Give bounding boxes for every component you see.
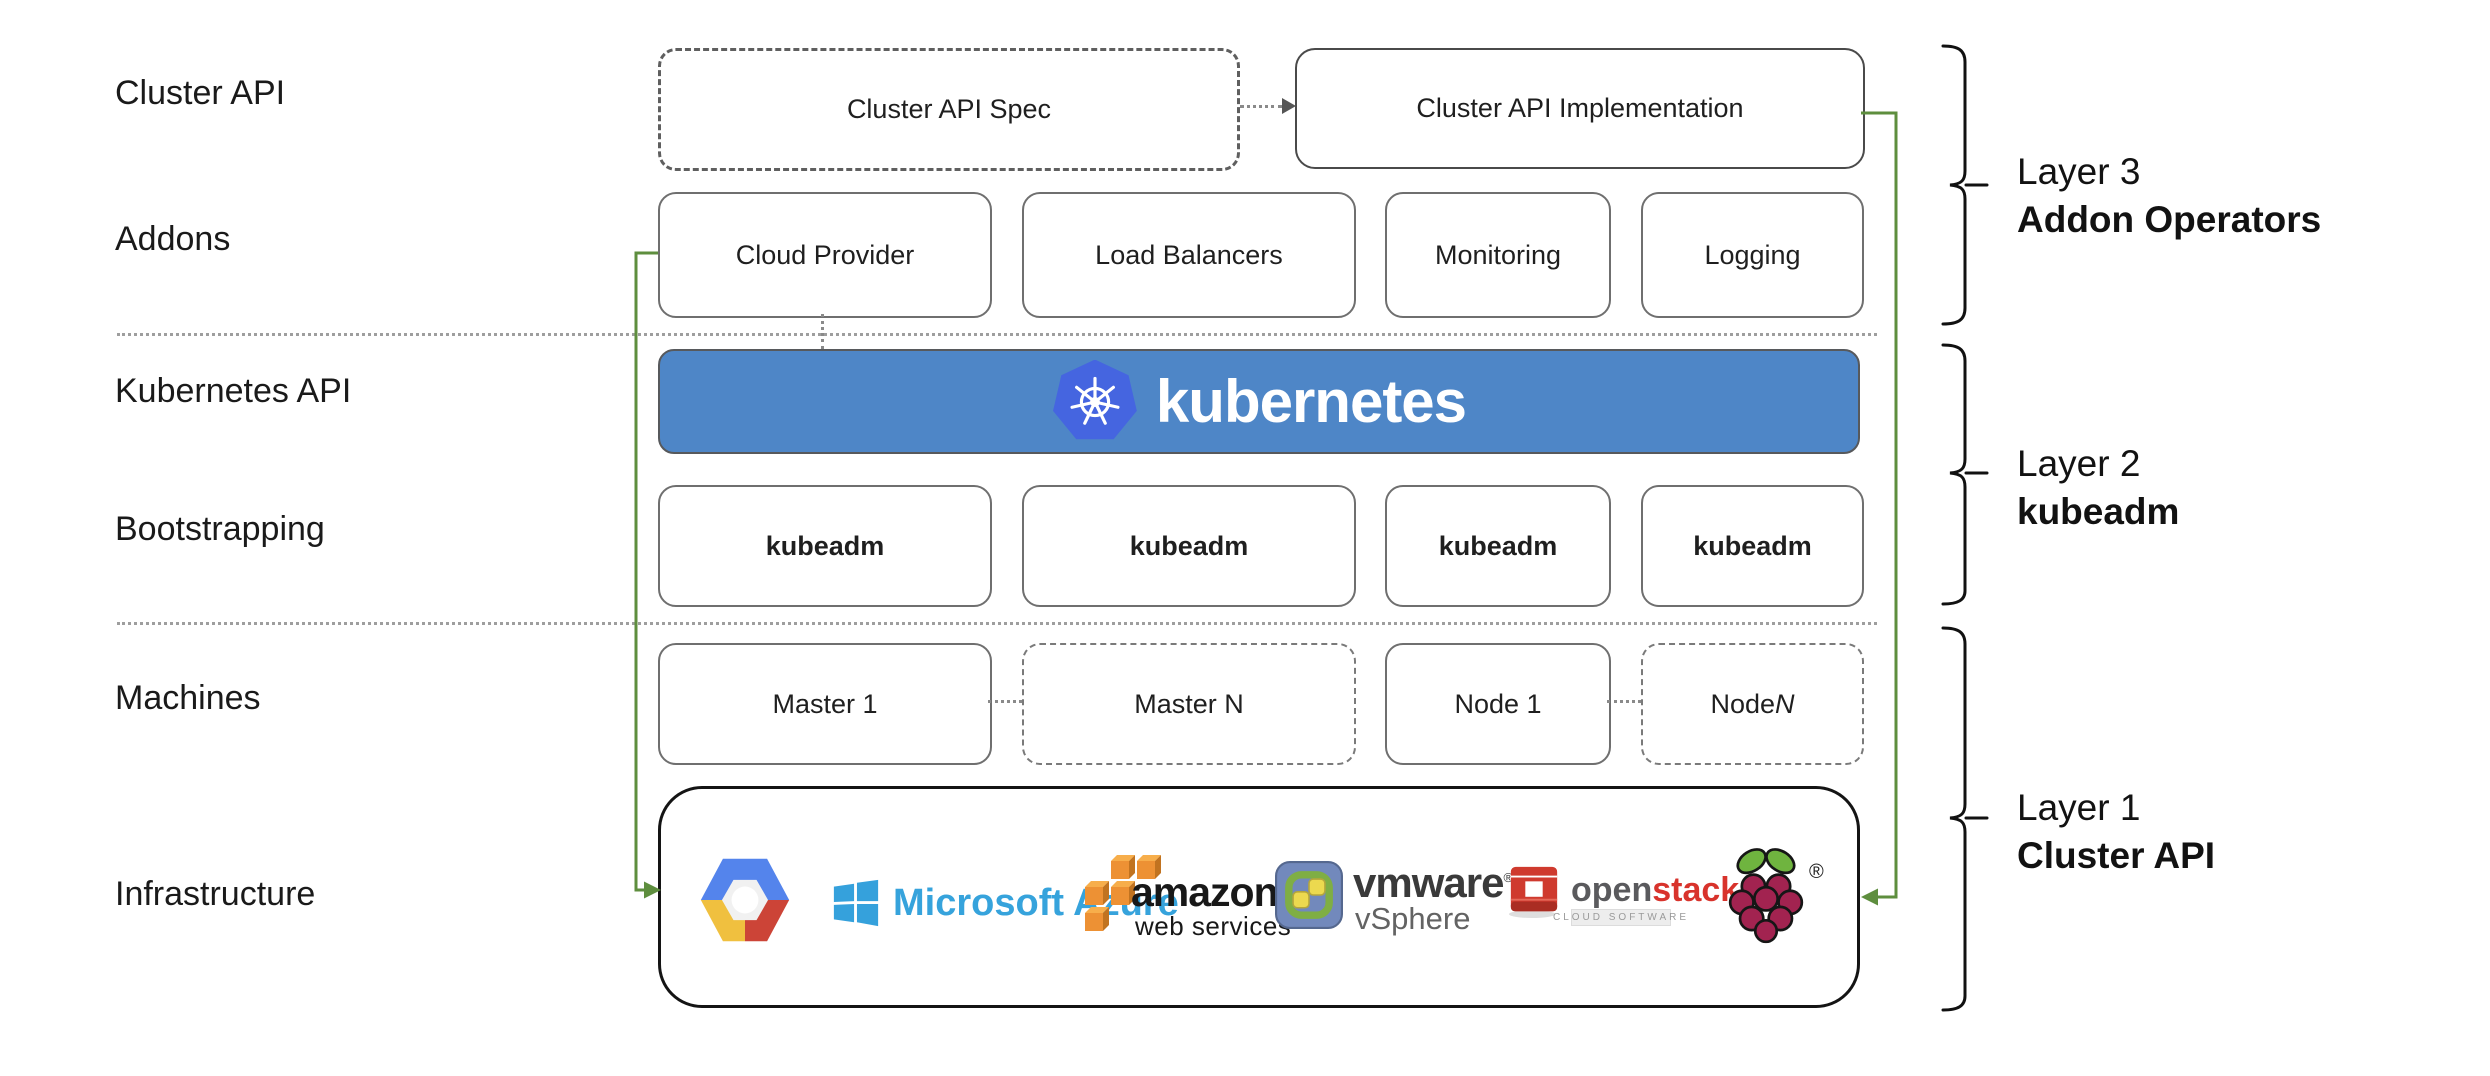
section-separator-2	[117, 622, 1877, 625]
node-label: Logging	[1704, 239, 1801, 270]
bracket-layer-2	[1941, 343, 1967, 606]
cloud-provider-to-kubernetes-connector	[821, 314, 824, 349]
node-kubeadm-1: kubeadm	[658, 485, 992, 607]
node-label: Master 1	[772, 688, 878, 719]
kubernetes-wordmark: kubernetes	[1155, 368, 1467, 435]
node-label: Load Balancers	[1095, 239, 1283, 270]
raspberry-registered-mark: ®	[1809, 861, 1824, 883]
rail-label-bootstrapping: Bootstrapping	[115, 510, 325, 548]
node-kubeadm-2: kubeadm	[1022, 485, 1356, 607]
master-ellipsis-connector	[988, 700, 1022, 703]
google-cloud-icon	[700, 858, 790, 942]
spec-to-implementation-connector	[1240, 105, 1282, 108]
node-ellipsis-connector	[1607, 700, 1641, 703]
green-connector-right	[1861, 111, 1898, 899]
aws-cubes-icon	[1085, 855, 1161, 931]
layer-3-label: Layer 3 Addon Operators	[2017, 151, 2322, 240]
node-label: kubeadm	[765, 530, 885, 561]
node-master-n: Master N	[1022, 643, 1356, 765]
node-label: Cluster API Spec	[846, 94, 1052, 124]
rail-label-infrastructure: Infrastructure	[115, 875, 316, 913]
vmware-registered-mark: ®	[1503, 870, 1513, 885]
vmware-label: vmware®	[1353, 859, 1513, 906]
section-separator-1	[117, 333, 1877, 336]
node-label: Cluster API Implementation	[1416, 93, 1744, 123]
kubernetes-logo-icon	[1053, 359, 1137, 440]
aws-label: amazon	[1131, 869, 1279, 915]
node-cloud-provider: Cloud Provider	[658, 192, 992, 318]
node-master-1: Master 1	[658, 643, 992, 765]
node-label: Cloud Provider	[735, 239, 915, 270]
node-node-1: Node 1	[1385, 643, 1611, 765]
aws-sublabel: web services	[1135, 911, 1292, 941]
openstack-icon	[1508, 866, 1558, 918]
node-label: Master N	[1134, 688, 1244, 719]
node-label: kubeadm	[1129, 530, 1249, 561]
bracket-layer-1	[1941, 626, 1967, 1012]
bracket-layer-3	[1941, 44, 1967, 326]
microsoft-azure-icon	[833, 879, 879, 927]
openstack-label: openstack™	[1571, 871, 1752, 910]
green-arrowhead-right-icon	[1861, 888, 1878, 906]
infrastructure-providers-box: Microsoft Azure amazon web services vmwa…	[658, 786, 1860, 1008]
layer-2-label: Layer 2 kubeadm	[2017, 443, 2180, 532]
node-kubeadm-3: kubeadm	[1385, 485, 1611, 607]
spec-to-implementation-arrowhead-icon	[1282, 98, 1296, 114]
kubernetes-banner: kubernetes	[658, 349, 1860, 454]
node-label-italic-n: N	[1775, 688, 1795, 719]
helm-wheel-icon	[1070, 376, 1120, 425]
node-cluster-api-spec: Cluster API Spec	[658, 48, 1240, 171]
rail-label-addons: Addons	[115, 220, 231, 258]
rail-label-machines: Machines	[115, 679, 261, 717]
node-label: kubeadm	[1693, 530, 1812, 561]
raspberry-pi-icon	[1728, 848, 1804, 944]
green-connector-left	[634, 251, 658, 892]
node-label: Node	[1710, 688, 1776, 719]
layer-1-label: Layer 1 Cluster API	[2017, 787, 2216, 876]
node-label: Monitoring	[1434, 239, 1562, 270]
node-cluster-api-implementation: Cluster API Implementation	[1295, 48, 1865, 169]
node-logging: Logging	[1641, 192, 1864, 318]
vmware-vsphere-icon	[1275, 861, 1343, 929]
node-kubeadm-4: kubeadm	[1641, 485, 1864, 607]
node-node-n: Node N	[1641, 643, 1864, 765]
rail-label-kubernetes-api: Kubernetes API	[115, 372, 352, 410]
node-label: kubeadm	[1438, 530, 1558, 561]
vmware-sublabel: vSphere	[1355, 901, 1471, 936]
node-load-balancers: Load Balancers	[1022, 192, 1356, 318]
openstack-sublabel: CLOUD SOFTWARE	[1553, 909, 1686, 926]
rail-label-cluster-api: Cluster API	[115, 74, 286, 112]
node-label: Node 1	[1454, 688, 1542, 719]
node-monitoring: Monitoring	[1385, 192, 1611, 318]
